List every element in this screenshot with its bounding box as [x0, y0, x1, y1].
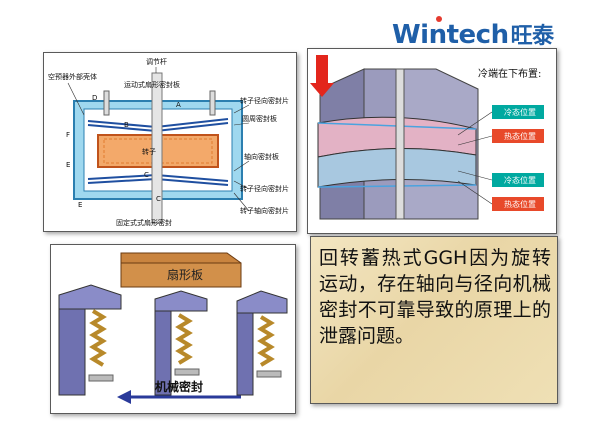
- letter-d: D: [92, 94, 97, 102]
- spring-left-icon: [89, 309, 107, 367]
- legend-cold-2: 冷态位置: [504, 175, 536, 185]
- spring-right-icon: [257, 315, 275, 367]
- rod-left-shape: [103, 90, 110, 116]
- letter-f: F: [66, 131, 70, 139]
- label-moving-plate: 运动式扇形密封板: [124, 80, 180, 89]
- label-radial-plate: 转子径向密封片: [240, 184, 289, 193]
- legend: 冷态位置 热态位置 冷态位置 热态位置: [492, 105, 544, 211]
- spring-mid-icon: [175, 313, 193, 365]
- spring-left-base: [88, 374, 114, 382]
- explanation-text: 回转蓄热式GGH因为旋转运动，存在轴向与径向机械密封不可靠导致的原理上的泄露问题…: [319, 247, 551, 347]
- legend-hot-2-swatch: [492, 197, 544, 211]
- sector-plate-svg: 扇形板 机械密封: [58, 252, 288, 404]
- rotor-seal-svg: 调节杆 运动式扇形密封板 空预器外部壳体 转子径向密封片 圆周密封板 转子 轴向…: [48, 57, 289, 227]
- legend-hot-1: 热态位置: [504, 131, 536, 141]
- letter-b: B: [124, 121, 129, 129]
- letter-e2: E: [78, 201, 82, 209]
- cold-end-svg: 冷端在下布置: 冷态位置 热态位置 冷态位置 热态位置: [310, 55, 544, 220]
- label-adjust-rod: 调节杆: [146, 57, 167, 66]
- legend-cold-1: 冷态位置: [504, 107, 536, 117]
- label-rotor: 转子: [142, 147, 156, 156]
- label-axial-plate: 轴向密封板: [244, 152, 279, 161]
- rotor-seal-diagram: 调节杆 运动式扇形密封板 空预器外部壳体 转子径向密封片 圆周密封板 转子 轴向…: [43, 52, 297, 232]
- legend-cold-2-swatch: [492, 173, 544, 187]
- wintech-logo: Wintech旺泰: [392, 18, 554, 50]
- direction-arrow-icon: [117, 390, 131, 404]
- label-bottom: 固定式式扇形密封: [116, 218, 172, 227]
- letter-c2: C: [156, 195, 161, 203]
- shaft-shape: [151, 72, 163, 224]
- mechanical-seal-label: 机械密封: [155, 379, 203, 394]
- label-hub-plate: 转子轴向密封片: [240, 206, 289, 215]
- legend-hot-1-swatch: [492, 129, 544, 143]
- seal-left-top: [58, 284, 122, 310]
- cold-end-diagram: 冷端在下布置: 冷态位置 热态位置 冷态位置 热态位置: [307, 48, 557, 234]
- seal-mid-wall: [154, 310, 172, 396]
- red-arrow-icon: [310, 55, 334, 97]
- rod-right-shape: [209, 90, 216, 116]
- letter-e: E: [66, 161, 70, 169]
- panel2-title: 冷端在下布置:: [478, 67, 541, 80]
- sector-plate-front: [120, 262, 242, 288]
- legend-cold-1-swatch: [492, 105, 544, 119]
- logo-dot-icon: [436, 16, 442, 22]
- letter-c: C: [144, 171, 149, 179]
- label-radial-strip: 转子径向密封片: [240, 96, 289, 105]
- label-shroud-plate: 圆周密封板: [242, 114, 277, 123]
- seal-left-wall: [58, 308, 86, 396]
- sector-plate-diagram: 扇形板 机械密封: [50, 244, 296, 414]
- logo-cn-text: 旺泰: [510, 24, 555, 49]
- seal-right-wall: [236, 312, 254, 396]
- seal-right-top: [236, 290, 288, 314]
- shaft-shape: [395, 68, 405, 220]
- label-air-preheater: 空预器外部壳体: [48, 72, 97, 81]
- logo-text: Wintech: [392, 20, 509, 50]
- explanation-panel: 回转蓄热式GGH因为旋转运动，存在轴向与径向机械密封不可靠导致的原理上的泄露问题…: [310, 236, 558, 404]
- spring-right-base: [256, 370, 282, 378]
- legend-hot-2: 热态位置: [504, 199, 536, 209]
- letter-a: A: [176, 101, 181, 109]
- seal-mid-top: [154, 290, 208, 312]
- spring-mid-base: [174, 368, 200, 376]
- sector-plate-label: 扇形板: [167, 267, 203, 282]
